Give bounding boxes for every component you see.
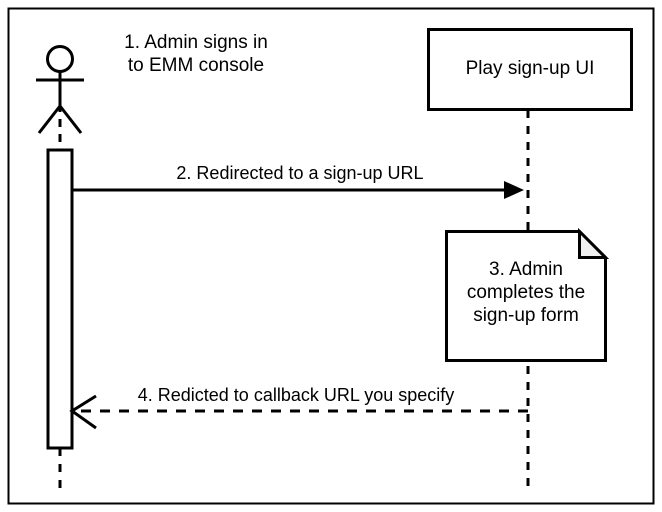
actor-step-label: 1. Admin signs in to EMM console — [124, 32, 268, 77]
message-4-arrowhead — [69, 394, 97, 430]
note-step-label: 3. Admin completes the sign-up form — [466, 259, 586, 327]
note-body — [445, 230, 607, 362]
message-4-label: 4. Redicted to callback URL you specify — [137, 385, 455, 405]
actor-activation-bar — [46, 148, 74, 450]
play-signup-ui-label: Play sign-up UI — [465, 58, 595, 79]
message-2-arrowhead — [504, 181, 524, 199]
message-2-label: 2. Redirected to a sign-up URL — [176, 163, 424, 183]
play-signup-ui-box — [427, 28, 633, 111]
stick-figure-icon — [36, 45, 84, 134]
note-fold-icon — [578, 227, 610, 259]
